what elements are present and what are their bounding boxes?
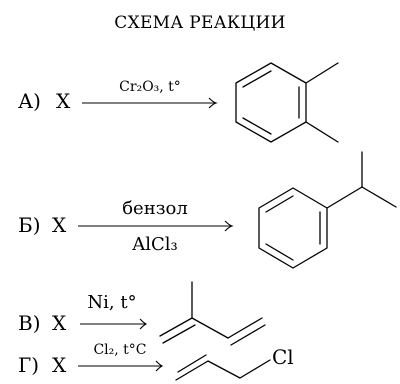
reaction-a-arrowhead (208, 97, 218, 109)
product-a-o-xylene (235, 62, 339, 143)
reaction-b-catalyst: AlCl₃ (131, 234, 178, 255)
reaction-d-arrowhead (155, 360, 164, 372)
reaction-d-conditions: Cl₂, t°C (93, 342, 146, 358)
reaction-c-conditions: Ni, t° (87, 292, 136, 313)
reaction-a-reactant: X (56, 89, 71, 113)
reaction-b-reagent: бензол (122, 198, 188, 219)
reaction-d-label: Г) (18, 353, 39, 377)
product-d-allyl-chloride: Cl (175, 345, 294, 381)
reaction-c: В) X Ni, t° (18, 281, 266, 346)
product-c-isoprene (159, 281, 266, 346)
reaction-c-arrowhead (139, 318, 148, 330)
reaction-b-arrowhead (224, 220, 234, 232)
scheme-title: СХЕМА РЕАКЦИИ (114, 13, 285, 33)
reaction-a: А) X Cr₂O₃, t° (18, 62, 339, 143)
reaction-a-label: А) (18, 89, 41, 113)
reaction-a-conditions: Cr₂O₃, t° (119, 79, 181, 95)
reaction-c-label: В) (18, 311, 41, 335)
product-d-chlorine: Cl (272, 345, 294, 369)
reaction-b-label: Б) (18, 213, 41, 237)
reaction-c-reactant: X (52, 311, 67, 335)
reaction-d-reactant: X (52, 353, 67, 377)
reaction-b-reactant: X (52, 213, 67, 237)
product-b-cumene (258, 151, 397, 269)
reaction-d: Г) X Cl₂, t°C Cl (18, 342, 294, 381)
reaction-b: Б) X бензол AlCl₃ (18, 151, 397, 269)
